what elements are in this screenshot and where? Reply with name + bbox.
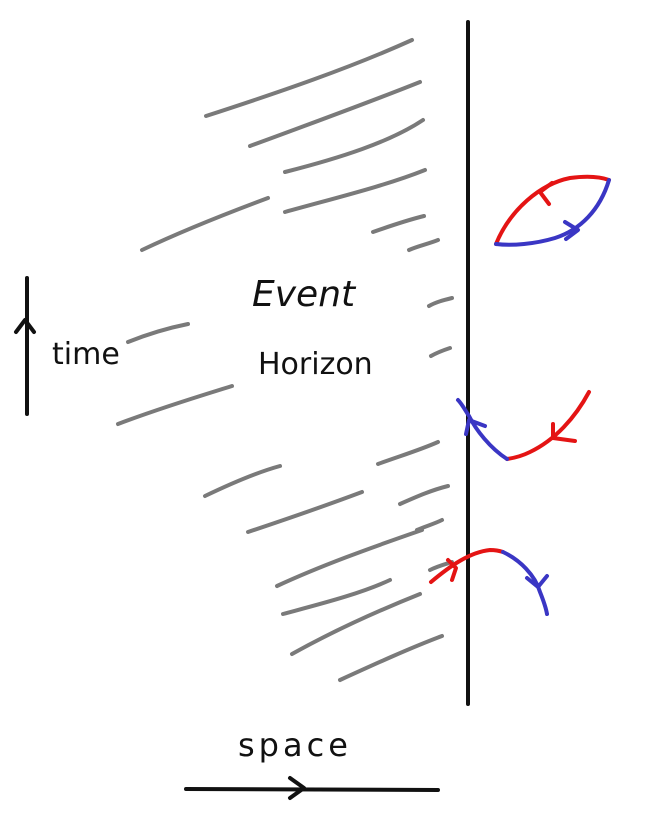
particle-path — [494, 174, 611, 246]
hatch-line — [204, 38, 414, 118]
horizon-label: Horizon — [258, 347, 373, 382]
hatch-line — [275, 528, 424, 588]
hatch-line — [283, 118, 425, 174]
antiparticle-path — [501, 550, 549, 616]
particle-arrowhead — [538, 181, 554, 206]
hatch-line — [429, 346, 452, 358]
space-axis-line — [184, 787, 440, 792]
particle-arrowhead — [551, 422, 577, 443]
time-axis-arrowhead — [14, 318, 36, 334]
hatch-line — [338, 634, 444, 682]
hatch-line — [398, 484, 450, 506]
hatch-line — [246, 490, 364, 534]
hatch-line — [248, 80, 422, 148]
antiparticle-path — [494, 178, 611, 247]
particle-arrowhead — [446, 558, 458, 582]
event-label: Event — [252, 274, 357, 315]
hatch-line — [116, 384, 234, 426]
space-axis — [184, 776, 440, 800]
time-label: time — [52, 337, 120, 372]
virtual-pair-split-lower — [429, 548, 549, 616]
hatch-line — [281, 578, 392, 616]
antiparticle-arrowhead — [464, 418, 487, 436]
particle-path — [505, 390, 591, 461]
particle-path — [429, 548, 505, 584]
hatch-line — [290, 592, 422, 656]
space-label: space — [238, 726, 352, 764]
virtual-pair-loop — [494, 174, 611, 247]
hatch-line — [427, 296, 454, 308]
hatch-line — [376, 440, 440, 466]
hatch-line — [126, 322, 190, 344]
antiparticle-arrowhead — [525, 574, 549, 589]
hatch-line — [371, 214, 426, 234]
antiparticle-path — [456, 398, 509, 461]
antiparticle-arrowhead — [563, 220, 580, 241]
hatch-line — [407, 238, 440, 252]
horizon-hatching — [116, 38, 454, 682]
virtual-pair-split-upper — [456, 390, 591, 461]
hatch-line — [283, 168, 427, 214]
time-axis — [14, 276, 36, 416]
hatch-line — [203, 464, 282, 498]
hatch-line — [140, 196, 270, 252]
space-axis-arrowhead — [288, 776, 306, 800]
